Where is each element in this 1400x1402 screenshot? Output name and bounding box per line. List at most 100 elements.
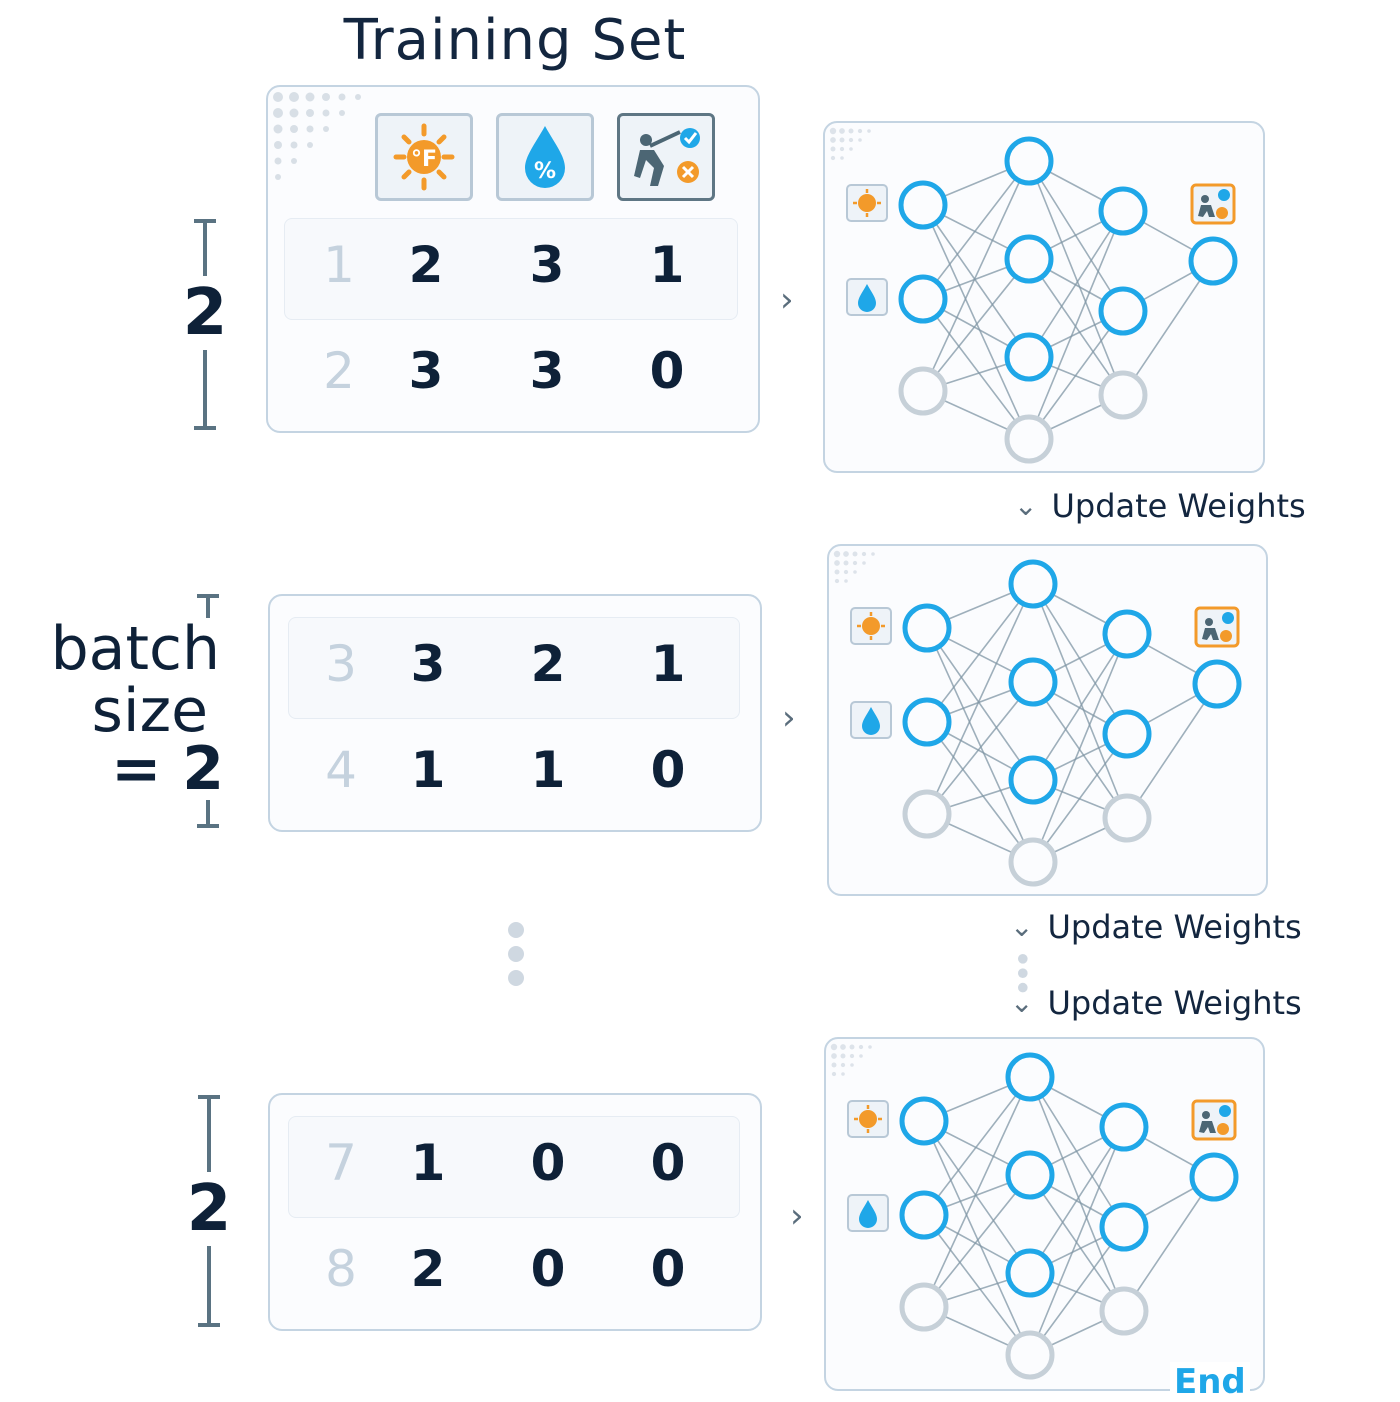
play-golf-header-icon bbox=[617, 113, 715, 201]
chevron-down-icon: ⌄ bbox=[1010, 910, 1034, 943]
inactive-neuron bbox=[898, 366, 948, 416]
update-weights-label: Update Weights bbox=[1051, 487, 1306, 525]
humidity-value: 3 bbox=[529, 342, 565, 400]
row-index: 1 bbox=[323, 236, 355, 294]
temperature-value: 1 bbox=[410, 741, 446, 799]
batch-count: 2 bbox=[169, 1172, 249, 1246]
active-neuron bbox=[899, 1190, 949, 1240]
active-neuron bbox=[1102, 609, 1152, 659]
humidity-input-icon bbox=[850, 701, 892, 739]
connection-edge bbox=[1032, 633, 1128, 863]
connection-edge bbox=[1123, 1176, 1215, 1312]
humidity-value: 0 bbox=[530, 1240, 566, 1298]
temperature-value: 3 bbox=[410, 635, 446, 693]
active-neuron bbox=[1102, 709, 1152, 759]
inactive-neuron bbox=[1004, 414, 1054, 464]
active-neuron bbox=[1004, 332, 1054, 382]
humidity-value: 2 bbox=[530, 635, 566, 693]
label-value: 0 bbox=[650, 1240, 686, 1298]
row-index: 3 bbox=[325, 635, 357, 693]
connection-edge bbox=[923, 1214, 1031, 1356]
inactive-neuron bbox=[902, 789, 952, 839]
active-neuron bbox=[1099, 1102, 1149, 1152]
batch-size-line2: size bbox=[91, 676, 208, 746]
connection-edge bbox=[1029, 1126, 1125, 1274]
temperature-input-icon bbox=[847, 1100, 889, 1138]
bracket-bottom-cap bbox=[194, 426, 216, 430]
connection-edge bbox=[923, 1076, 1031, 1308]
play-golf-output-icon bbox=[1191, 1099, 1237, 1141]
label-value: 1 bbox=[649, 236, 685, 294]
humidity-input-icon bbox=[846, 278, 888, 316]
connection-edge bbox=[922, 160, 1030, 300]
temperature-input-icon bbox=[850, 607, 892, 645]
arrow-right-icon: › bbox=[790, 1196, 804, 1236]
active-neuron bbox=[1008, 559, 1058, 609]
update-weights-step: ⌄Update Weights bbox=[1010, 984, 1302, 1022]
active-neuron bbox=[1005, 1150, 1055, 1200]
more-updates-ellipsis bbox=[1018, 954, 1028, 997]
neural-network-panel bbox=[824, 1037, 1265, 1391]
arrow-right-icon: › bbox=[780, 280, 794, 320]
bracket-bottom-cap bbox=[197, 824, 219, 828]
connection-edge bbox=[1029, 1076, 1125, 1228]
temperature-unit-text: °F bbox=[411, 147, 437, 172]
arrow-right-icon: › bbox=[782, 698, 796, 738]
halftone-decoration bbox=[833, 550, 875, 584]
connection-edge bbox=[1032, 633, 1128, 781]
update-weights-label: Update Weights bbox=[1047, 984, 1302, 1022]
temperature-value: 1 bbox=[410, 1134, 446, 1192]
connection-edge bbox=[926, 627, 1034, 781]
connection-edge bbox=[923, 1120, 1031, 1356]
connection-edge bbox=[922, 204, 1030, 440]
batch-size-label: batch size bbox=[40, 618, 220, 742]
active-neuron bbox=[902, 697, 952, 747]
active-neuron bbox=[1008, 755, 1058, 805]
connection-edge bbox=[1032, 733, 1128, 863]
connection-edge bbox=[1028, 310, 1124, 440]
connection-edge bbox=[926, 721, 1034, 863]
humidity-value: 3 bbox=[529, 236, 565, 294]
neural-network-panel bbox=[827, 544, 1268, 896]
active-neuron bbox=[1099, 1202, 1149, 1252]
row-index: 2 bbox=[323, 342, 355, 400]
label-value: 0 bbox=[649, 342, 685, 400]
connection-edge bbox=[923, 1120, 1031, 1274]
network-graph bbox=[829, 127, 1238, 464]
batch-size-value: = 2 bbox=[100, 738, 224, 800]
active-neuron bbox=[1192, 659, 1242, 709]
network-graph bbox=[830, 1043, 1239, 1380]
connection-edge bbox=[1028, 210, 1124, 440]
label-value: 1 bbox=[650, 635, 686, 693]
temperature-header-icon: °F bbox=[375, 113, 473, 201]
chevron-down-icon: ⌄ bbox=[1014, 489, 1038, 522]
active-neuron bbox=[1004, 136, 1054, 186]
humidity-value: 0 bbox=[530, 1134, 566, 1192]
humidity-unit-text: % bbox=[534, 159, 556, 184]
humidity-input-icon bbox=[847, 1194, 889, 1232]
connection-edge bbox=[922, 160, 1030, 392]
connection-edge bbox=[1032, 583, 1128, 735]
row-index: 7 bbox=[325, 1134, 357, 1192]
active-neuron bbox=[1188, 236, 1238, 286]
halftone-decoration bbox=[830, 1043, 872, 1077]
temperature-input-icon bbox=[846, 184, 888, 222]
update-weights-step: ⌄Update Weights bbox=[1010, 908, 1302, 946]
connection-edge bbox=[1029, 1076, 1125, 1312]
connection-edge bbox=[1032, 583, 1128, 819]
connection-edge bbox=[1122, 260, 1214, 396]
connection-edge bbox=[922, 298, 1030, 440]
more-batches-ellipsis bbox=[508, 922, 524, 994]
temperature-value: 2 bbox=[410, 1240, 446, 1298]
connection-edge bbox=[926, 627, 1034, 863]
connection-edge bbox=[923, 1174, 1031, 1308]
active-neuron bbox=[899, 1096, 949, 1146]
inactive-neuron bbox=[1098, 370, 1148, 420]
play-golf-output-icon bbox=[1190, 183, 1236, 225]
inactive-neuron bbox=[1008, 837, 1058, 887]
humidity-value: 1 bbox=[530, 741, 566, 799]
active-neuron bbox=[1098, 286, 1148, 336]
temperature-value: 3 bbox=[408, 342, 444, 400]
row-index: 4 bbox=[325, 741, 357, 799]
table-row-highlight bbox=[288, 617, 740, 719]
